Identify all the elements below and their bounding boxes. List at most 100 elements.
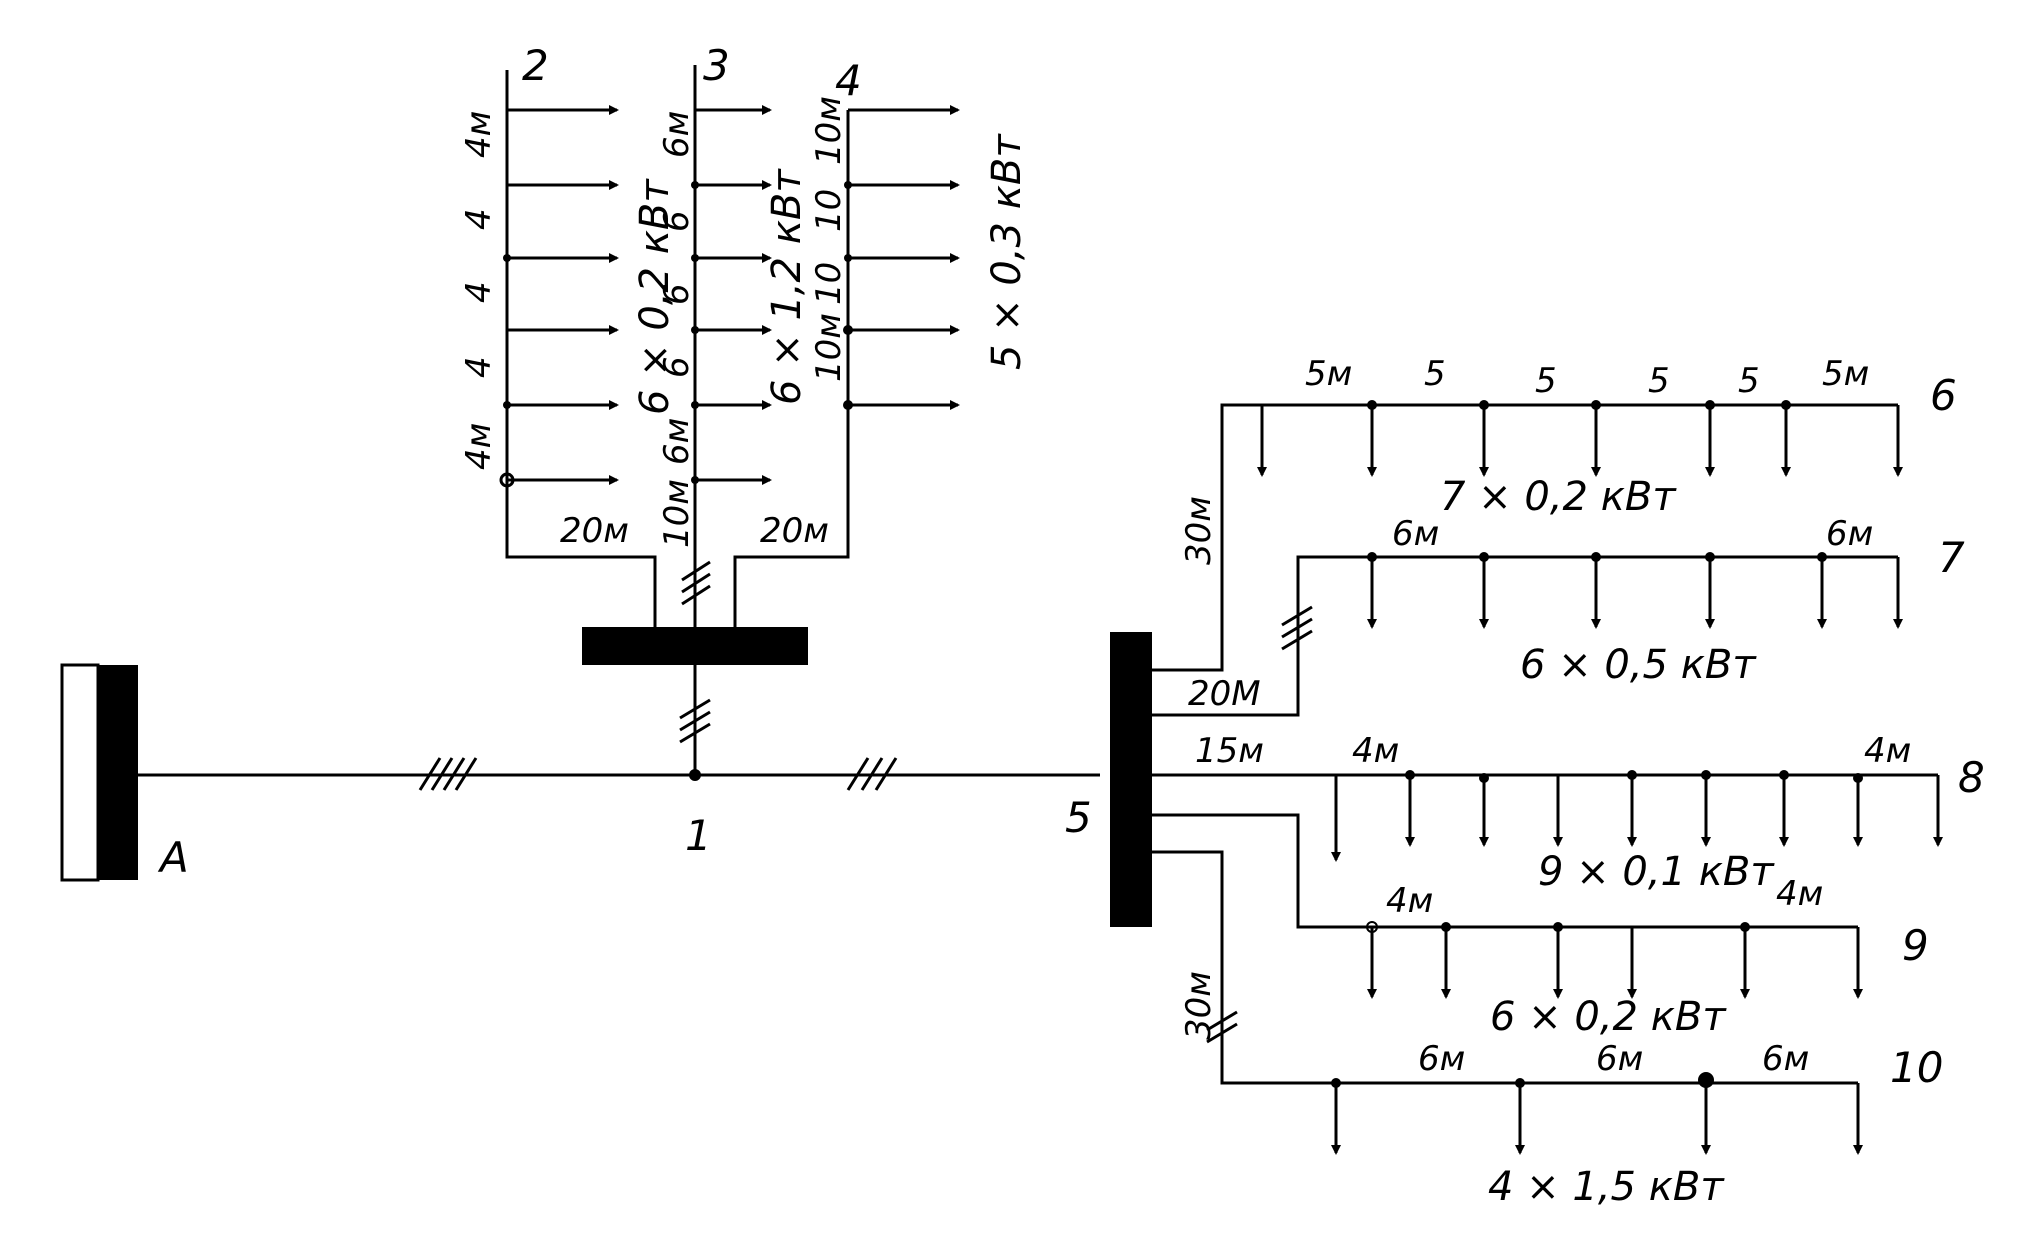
branch-2-spacing: 4 <box>459 356 499 378</box>
upper-distribution-panel <box>582 627 808 665</box>
branch-6-node <box>1591 400 1601 410</box>
branch-2-spacing: 4 <box>459 281 499 303</box>
branch-6-spacing: 5 <box>1535 361 1557 401</box>
branch-10-node <box>1698 1072 1714 1088</box>
branch-2-node <box>503 254 511 262</box>
branch-4-number: 4 <box>835 56 862 105</box>
node-1-label: 1 <box>685 811 712 860</box>
branch-2-node <box>499 472 515 488</box>
branch-10-wire-mark <box>1206 1010 1238 1044</box>
branch-10-spacing: 6м <box>1762 1039 1809 1079</box>
branch-4-spacing: 10м <box>809 313 849 382</box>
branch-3-node <box>691 254 699 262</box>
source-label: А <box>157 833 189 882</box>
branch-4-load: 5 × 0,3 кВт <box>984 133 1030 370</box>
node-5-label: 5 <box>1065 793 1092 842</box>
branch-8-spacing: 4м <box>1352 731 1399 771</box>
branch-6-feeder-length: 30м <box>1179 496 1219 565</box>
branch-6-spacing: 5 <box>1648 361 1670 401</box>
branch-2-load: 6 × 0,2 кВт <box>632 178 678 415</box>
branch-10-number: 10 <box>1890 1043 1943 1092</box>
branch-7-feeder-length: 20М <box>1188 674 1261 714</box>
branch-7-load: 6 × 0,5 кВт <box>1520 642 1757 688</box>
branch-4-node <box>844 181 852 189</box>
branch-2 <box>505 70 657 627</box>
branch-8-number: 8 <box>1958 753 1985 802</box>
branch-3-spacing: 6 <box>657 356 697 378</box>
branch-8-feeder-length: 15м <box>1195 731 1264 771</box>
branch-6-node <box>1781 400 1791 410</box>
branch-6-number: 6 <box>1930 371 1957 420</box>
branch-10-feeder-length: 30м <box>1179 971 1219 1040</box>
branch-6-load: 7 × 0,2 кВт <box>1440 474 1677 520</box>
branch-8-load: 9 × 0,1 кВт <box>1538 849 1775 895</box>
branch-6-node <box>1367 400 1377 410</box>
branch-9-load: 6 × 0,2 кВт <box>1490 994 1727 1040</box>
branch-3-node <box>691 401 699 409</box>
branch-8-spacing: 4м <box>1864 731 1911 771</box>
branch-10-spacing: 6м <box>1596 1039 1643 1079</box>
branch-9-spacing: 4м <box>1386 881 1433 921</box>
branch-10-node <box>1331 1078 1341 1088</box>
branch-9-node <box>1366 921 1378 933</box>
branch-3-spacing: 6 <box>657 210 697 232</box>
branch-2-node <box>503 401 511 409</box>
branch-8-node <box>1779 770 1789 780</box>
branch-8-node <box>1853 773 1863 783</box>
branch-7-number: 7 <box>1938 533 1965 582</box>
branch-7-node <box>1591 552 1601 562</box>
branch-3-load: 6 × 1,2 кВт <box>764 168 810 405</box>
branch-4-spacing: 10 <box>809 262 849 305</box>
branch-2-spacing: 4м <box>459 111 499 158</box>
branch-8-node <box>1627 770 1637 780</box>
wire-count-mark-1 <box>418 757 478 791</box>
wire-count-mark-2 <box>846 757 898 791</box>
branch-2-number: 2 <box>522 41 549 90</box>
branch-3-node <box>691 326 699 334</box>
branch-9-node <box>1553 922 1563 932</box>
branch-10 <box>1152 850 1863 1155</box>
branch-8 <box>1152 773 1943 862</box>
branch-7-wire-mark <box>1281 605 1313 651</box>
branch-8-node <box>1405 770 1415 780</box>
branch-3-spacing: 6 <box>657 283 697 305</box>
branch-10-spacing: 6м <box>1418 1039 1465 1079</box>
branch-2-spacing: 4м <box>459 423 499 470</box>
branch-4-spacing: 10 <box>809 189 849 232</box>
branch-3-feeder-mark <box>681 560 711 606</box>
branch-6-spacing: 5м <box>1822 354 1869 394</box>
power-source <box>60 663 138 882</box>
branch-2-spacing: 4 <box>459 208 499 230</box>
branch-7-node <box>1705 552 1715 562</box>
branch-8-node <box>1701 770 1711 780</box>
branch-4-node <box>844 254 852 262</box>
branch-3-feeder-length: 10м <box>657 479 697 548</box>
branch-9-node <box>1441 922 1451 932</box>
branch-7-node <box>1367 552 1377 562</box>
branch-4-node <box>843 400 853 410</box>
branch-8-node <box>1479 773 1489 783</box>
branch-3-spacing: 6м <box>657 418 697 465</box>
branch-9-number: 9 <box>1902 921 1929 970</box>
branch-9-spacing: 4м <box>1776 874 1823 914</box>
branch-6-spacing: 5 <box>1738 361 1760 401</box>
branch-6-node <box>1705 400 1715 410</box>
branch-6-node <box>1479 400 1489 410</box>
right-distribution-panel <box>1110 632 1152 927</box>
branch-3-node <box>691 181 699 189</box>
branch-3 <box>693 65 772 627</box>
branch-6-spacing: 5 <box>1424 354 1446 394</box>
riser-wire-mark <box>679 698 711 744</box>
branch-4-feeder-length: 20м <box>760 511 829 551</box>
branch-6-spacing: 5м <box>1305 354 1352 394</box>
branch-7-node <box>1479 552 1489 562</box>
branch-2-feeder-length: 20м <box>560 511 629 551</box>
branch-3-node <box>691 476 699 484</box>
branch-10-node <box>1515 1078 1525 1088</box>
branch-7 <box>1152 555 1903 717</box>
branch-4-spacing: 10м <box>809 96 849 165</box>
branch-9 <box>1152 813 1863 999</box>
branch-7-spacing: 6м <box>1392 514 1439 554</box>
